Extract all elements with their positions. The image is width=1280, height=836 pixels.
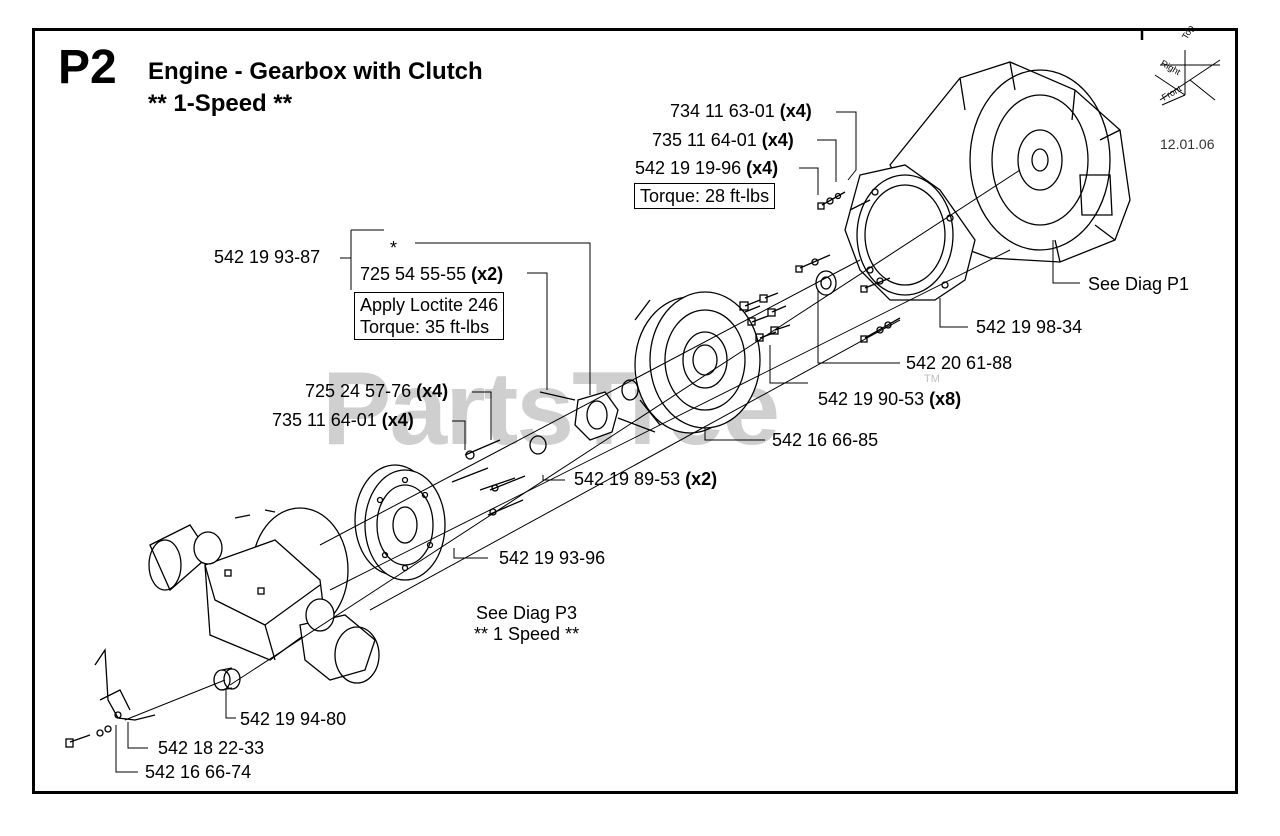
callout-542-19-89-53: 542 19 89-53 (x2) [574, 469, 718, 489]
callout-735-11-64-01-lower: 735 11 64-01 (x4) [272, 410, 414, 430]
callout-542-19-90-53: 542 19 90-53 (x8) [818, 389, 962, 409]
note-asterisk: * [390, 238, 398, 258]
adapter-plate [844, 164, 976, 301]
note-torque-28: Torque: 28 ft-lbs [634, 183, 776, 209]
callout-735-11-64-01-upper: 735 11 64-01 (x4) [652, 130, 794, 150]
callout-542-19-19-96: 542 19 19-96 (x4) [635, 158, 779, 178]
callout-542-19-94-80: 542 19 94-80 [240, 709, 347, 729]
plate-bolts [795, 191, 901, 343]
sleeve [213, 667, 241, 691]
diagram-date: 12.01.06 [1160, 136, 1215, 152]
studs [739, 292, 791, 342]
coupling-disc [354, 464, 446, 581]
note-see-diag-p3: See Diag P3** 1 Speed ** [474, 603, 580, 644]
gearbox [148, 507, 380, 684]
callout-725-54-55-55: 725 54 55-55 (x2) [360, 264, 504, 284]
explosion-axes [124, 169, 1021, 721]
note-see-diag-p1: See Diag P1 [1088, 274, 1190, 294]
centre-bolts [451, 435, 547, 516]
leader-lines [115, 111, 1080, 773]
clutch-flywheel [634, 291, 761, 434]
hub [539, 379, 656, 441]
callout-725-24-57-76: 725 24 57-76 (x4) [305, 381, 449, 401]
callout-542-20-61-88: 542 20 61-88 [906, 353, 1013, 373]
diagram-subtitle: ** 1-Speed ** [148, 90, 293, 117]
callout-542-16-66-85: 542 16 66-85 [772, 430, 879, 450]
diagram-frame [32, 28, 1238, 794]
callout-542-18-22-33: 542 18 22-33 [158, 738, 265, 758]
callout-734-11-63-01: 734 11 63-01 (x4) [670, 101, 812, 121]
callout-542-19-93-96: 542 19 93-96 [499, 548, 606, 568]
callout-542-19-98-34: 542 19 98-34 [976, 317, 1083, 337]
callout-542-16-66-74: 542 16 66-74 [145, 762, 252, 782]
watermark-tm: TM [924, 373, 940, 385]
diagram-code: P2 [58, 41, 117, 94]
orientation-glyph [1154, 50, 1221, 106]
wire-clip [65, 648, 156, 748]
callout-542-19-93-87: 542 19 93-87 [214, 247, 321, 267]
diagram-title: Engine - Gearbox with Clutch [148, 58, 483, 85]
